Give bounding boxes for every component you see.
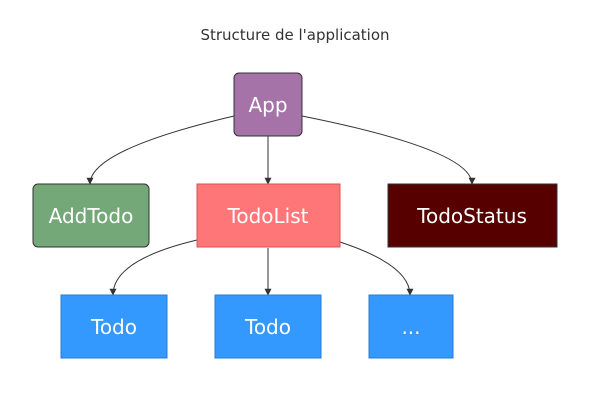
node-todo-2: Todo: [214, 294, 322, 359]
node-todostatus-box: [387, 183, 558, 248]
node-app-label: App: [248, 93, 287, 117]
edge-todolist-todo1: [109, 239, 198, 296]
edge-app-todostatus: [301, 115, 476, 185]
node-app-box: [233, 72, 303, 137]
edge-app-addtodo: [86, 115, 235, 185]
node-todostatus-label: TodoStatus: [416, 204, 527, 228]
diagram-title: Structure de l'application: [200, 26, 389, 44]
node-more-box: [368, 294, 454, 359]
nodes-layer: App AddTodo TodoList TodoStatus Todo Tod…: [32, 72, 558, 359]
node-addtodo-box: [32, 183, 150, 248]
node-todo-1-label: Todo: [90, 315, 137, 339]
edge-todolist-more: [339, 241, 414, 296]
node-addtodo: AddTodo: [32, 183, 150, 248]
node-app: App: [233, 72, 303, 137]
node-more: ...: [368, 294, 454, 359]
node-todo-2-label: Todo: [244, 315, 291, 339]
node-more-label: ...: [401, 315, 420, 339]
node-todolist-label: TodoList: [227, 204, 309, 228]
node-todostatus: TodoStatus: [387, 183, 558, 248]
node-todo-1-box: [60, 294, 168, 359]
edges-layer: [86, 115, 476, 296]
node-todolist-box: [196, 183, 341, 248]
node-todo-2-box: [214, 294, 322, 359]
node-todolist: TodoList: [196, 183, 341, 248]
node-todo-1: Todo: [60, 294, 168, 359]
node-addtodo-label: AddTodo: [49, 204, 134, 228]
